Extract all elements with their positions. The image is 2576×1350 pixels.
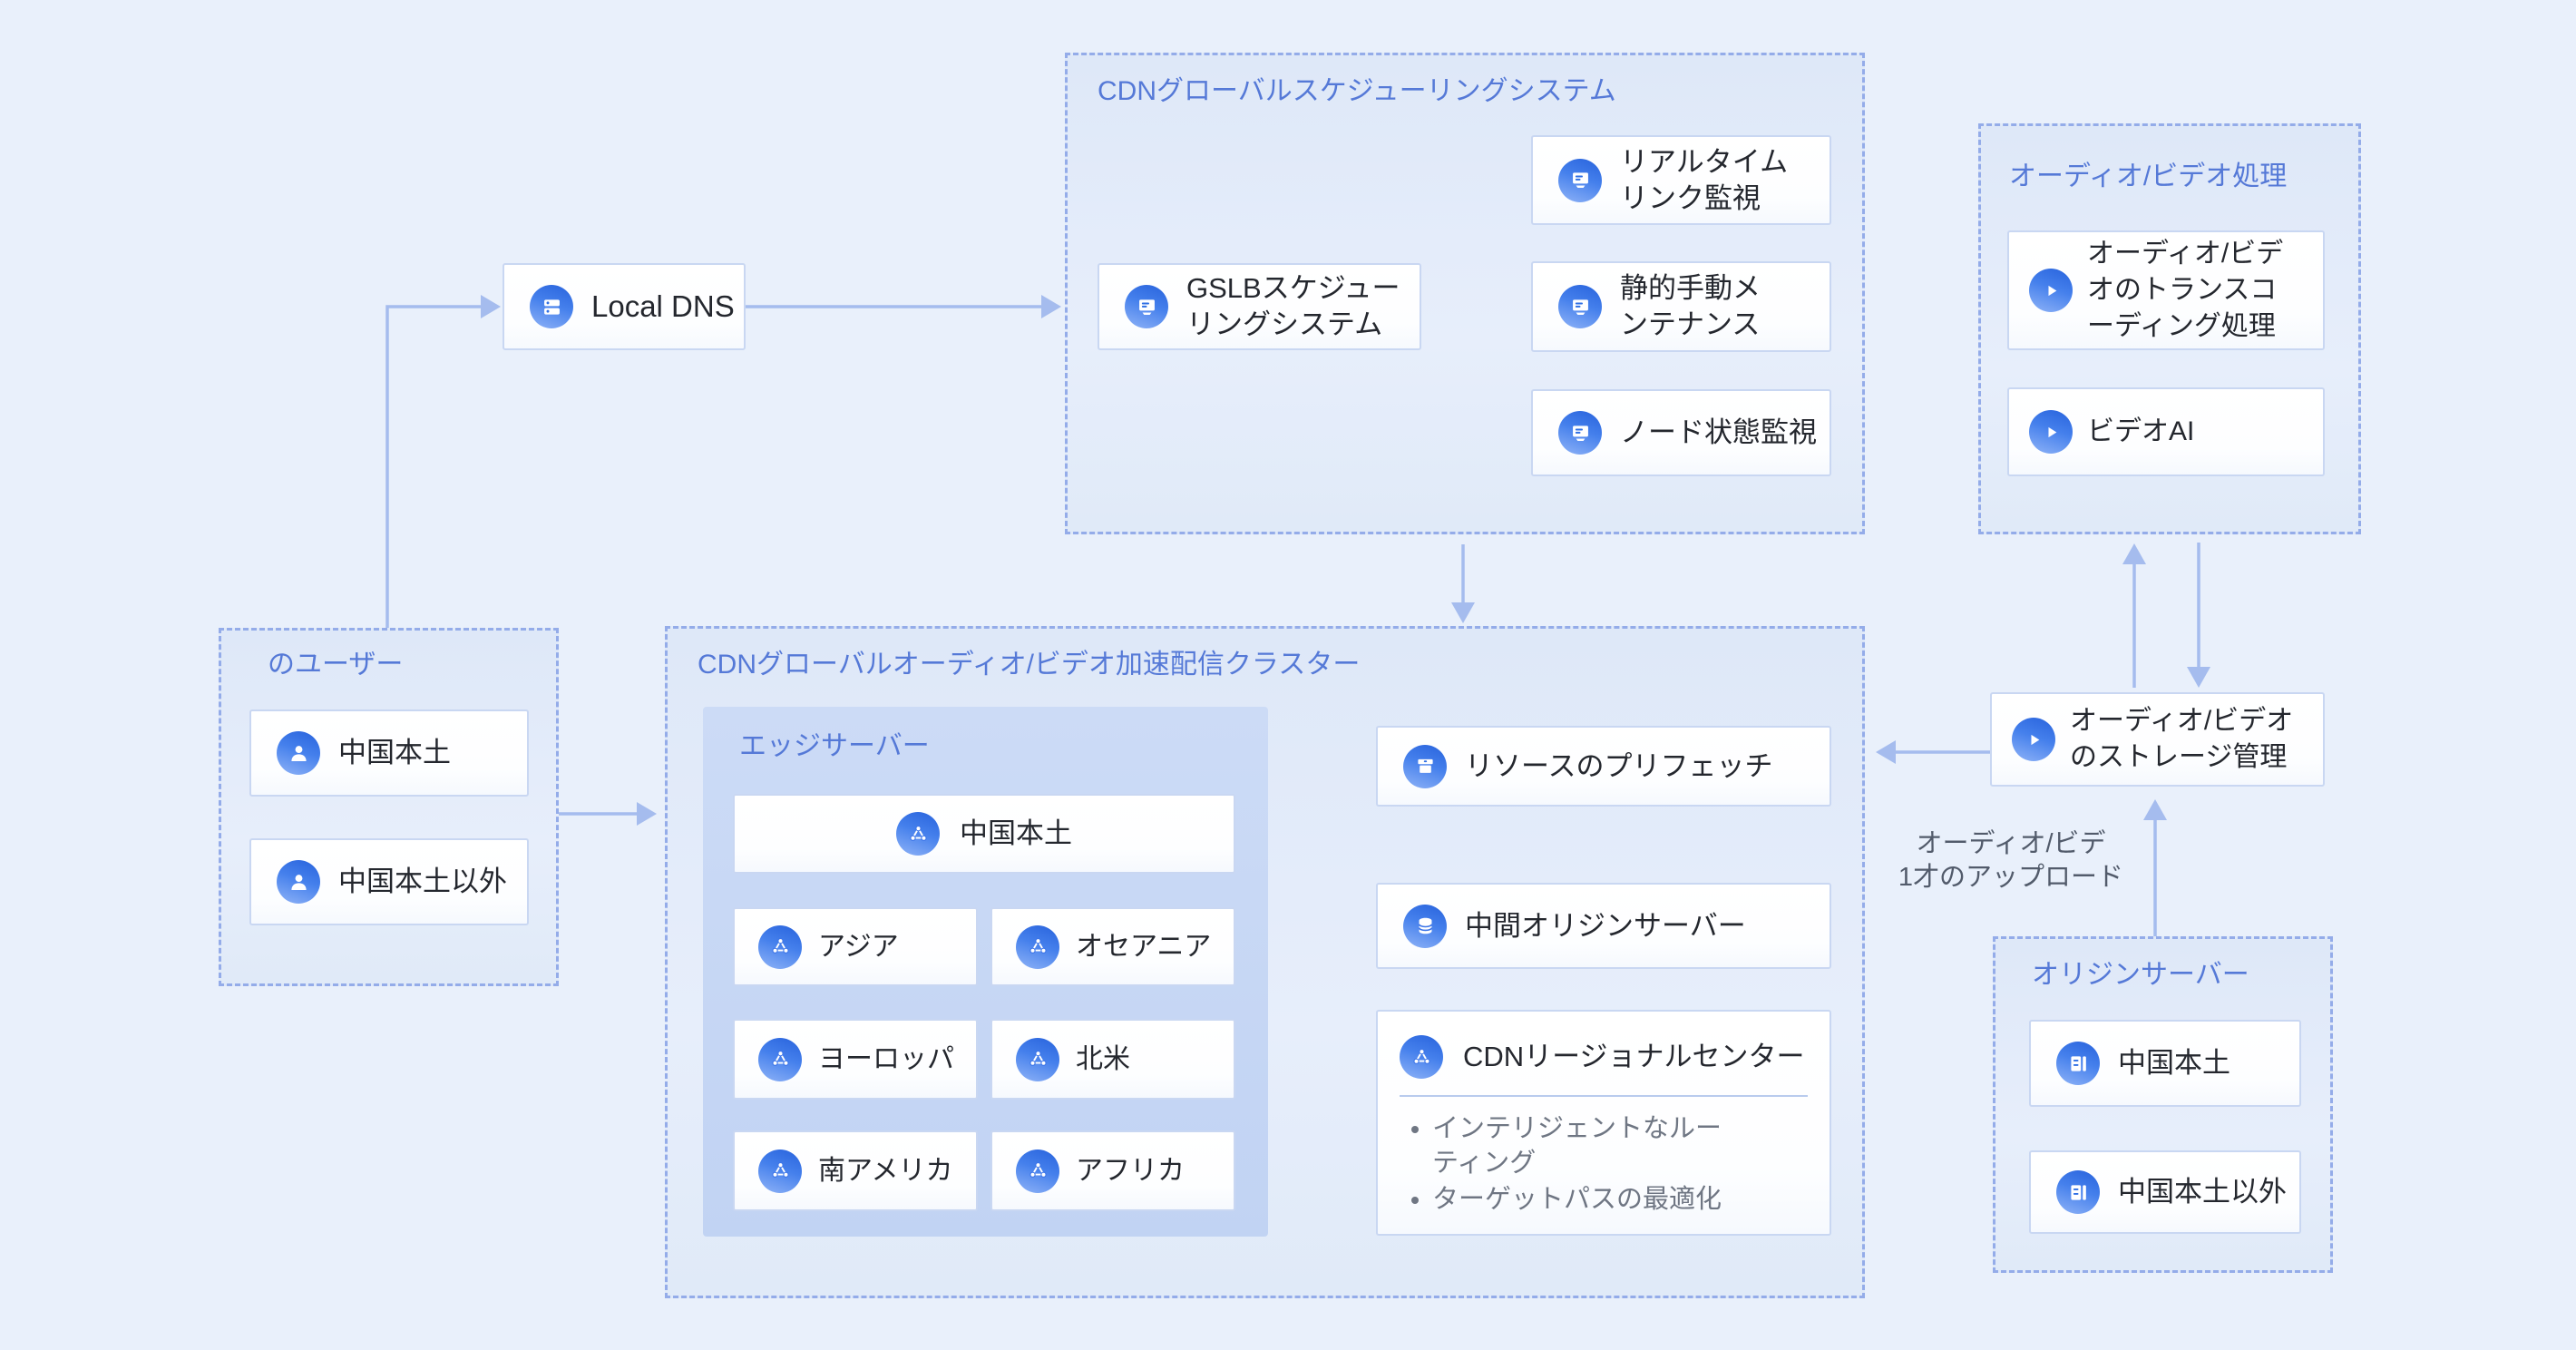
network-icon	[758, 1149, 802, 1193]
server-icon	[530, 285, 573, 328]
transcoding-node: オーディオ/ビデ オのトランスコ ーディング処理	[2007, 230, 2325, 350]
monitor-icon	[1558, 158, 1602, 202]
node-label: オセアニア	[1076, 931, 1212, 962]
av-processing-section-title: オーディオ/ビデオ処理	[2009, 161, 2288, 191]
node-label: 中国本土以外	[2118, 1176, 2287, 1208]
node-status-monitoring-node: ノード状態監視	[1531, 389, 1831, 476]
play-icon	[2029, 410, 2073, 454]
local-dns-node: Local DNS	[503, 263, 746, 350]
scheduling-section-title: CDNグローバルスケジューリングシステム	[1098, 76, 1616, 106]
network-icon	[758, 924, 802, 969]
user-icon	[277, 860, 320, 904]
play-icon	[2029, 269, 2073, 312]
monitor-icon	[1125, 285, 1168, 328]
node-label: アフリカ	[1076, 1155, 1185, 1186]
node-label: GSLBスケジュー リングシステム	[1186, 272, 1400, 340]
bullet-target-path-optimization: ターゲットパスの最適化	[1432, 1182, 1737, 1217]
video-ai-node: ビデオAI	[2007, 387, 2325, 476]
edge-europe-node: ヨーロッパ	[733, 1019, 978, 1100]
package-icon	[1403, 744, 1447, 788]
origin-mainland-china-node: 中国本土	[2029, 1020, 2301, 1107]
monitor-icon	[1558, 285, 1602, 328]
arrowhead-localdns-to-scheduling	[1041, 295, 1061, 318]
edge-oceania-node: オセアニア	[990, 907, 1235, 986]
intermediate-origin-node: 中間オリジンサーバー	[1376, 883, 1831, 969]
node-label: リアルタイム リンク監視	[1620, 145, 1789, 214]
origin-outside-mainland-node: 中国本土以外	[2029, 1150, 2301, 1234]
edge-mainland-china-node: 中国本土	[733, 794, 1235, 874]
av-storage-management-node: オーディオ/ビデオ のストレージ管理	[1990, 692, 2325, 787]
database-icon	[1403, 904, 1447, 948]
network-icon	[758, 1037, 802, 1081]
static-manual-maintenance-node: 静的手動メ ンテナンス	[1531, 261, 1831, 352]
arrowhead-av-to-storage	[2187, 667, 2210, 688]
realtime-link-monitoring-node: リアルタイム リンク監視	[1531, 135, 1831, 225]
regional-center-divider	[1400, 1095, 1808, 1097]
node-label: ビデオAI	[2087, 416, 2195, 446]
users-section	[219, 628, 559, 986]
network-icon	[1016, 1037, 1059, 1081]
user-outside-mainland-node: 中国本土以外	[249, 838, 529, 925]
node-label: 北米	[1076, 1043, 1130, 1074]
network-icon	[1016, 924, 1059, 969]
network-icon	[1400, 1035, 1443, 1079]
edge-north-america-node: 北米	[990, 1019, 1235, 1100]
storage-cabinet-icon	[2056, 1042, 2100, 1085]
arrow-users-to-localdns-line	[385, 305, 481, 628]
regional-center-bullets: インテリジェントなルーティング ターゲットパスの最適化	[1400, 1111, 1808, 1217]
node-label: 中国本土	[2118, 1047, 2230, 1079]
node-label: ノード状態監視	[1620, 416, 1817, 448]
storage-cabinet-icon	[2056, 1170, 2100, 1214]
node-label: Local DNS	[591, 289, 735, 323]
node-label: CDNリージョナルセンター	[1463, 1041, 1805, 1072]
node-label: ヨーロッパ	[818, 1043, 954, 1074]
arrowhead-users-to-localdns	[481, 295, 501, 318]
node-label: リソースのプリフェッチ	[1465, 749, 1773, 782]
arrowhead-users-to-cluster	[637, 802, 657, 826]
node-label: オーディオ/ビデ オのトランスコ ーディング処理	[2087, 239, 2284, 341]
edge-asia-node: アジア	[733, 907, 978, 986]
cluster-section-title: CDNグローバルオーディオ/ビデオ加速配信クラスター	[698, 650, 1361, 680]
node-label: アジア	[818, 931, 899, 962]
origin-server-section-title: オリジンサーバー	[2032, 960, 2249, 990]
user-mainland-china-node: 中国本土	[249, 709, 529, 797]
edge-africa-node: アフリカ	[990, 1130, 1235, 1211]
arrowhead-origin-to-storage	[2143, 799, 2167, 820]
node-label: 中国本土以外	[338, 866, 507, 897]
arrowhead-scheduling-to-cluster	[1451, 602, 1475, 623]
arrowhead-storage-to-av	[2122, 543, 2146, 564]
bullet-intelligent-routing: インテリジェントなルーティング	[1432, 1111, 1737, 1180]
node-label: オーディオ/ビデオ のストレージ管理	[2070, 706, 2294, 772]
network-icon	[896, 812, 940, 856]
edge-server-title: エッジサーバー	[739, 731, 930, 761]
node-label: 中国本土	[960, 817, 1072, 849]
edge-south-america-node: 南アメリカ	[733, 1130, 978, 1211]
arrowhead-storage-to-cluster	[1876, 740, 1896, 764]
monitor-icon	[1558, 411, 1602, 455]
av-upload-label: オーディオ/ビデ 1才のアップロード	[1898, 829, 2124, 892]
node-label: 静的手動メ ンテナンス	[1620, 272, 1761, 340]
node-label: 中間オリジンサーバー	[1465, 909, 1746, 942]
user-icon	[277, 731, 320, 775]
network-icon	[1016, 1149, 1059, 1193]
resource-prefetch-node: リソースのプリフェッチ	[1376, 726, 1831, 807]
play-icon	[2012, 718, 2055, 761]
gslb-node: GSLBスケジュー リングシステム	[1098, 263, 1421, 350]
users-section-title: のユーザー	[268, 650, 404, 680]
cdn-regional-center-node: CDNリージョナルセンター インテリジェントなルーティング ターゲットパスの最適…	[1376, 1010, 1831, 1236]
node-label: 中国本土	[338, 737, 451, 768]
regional-center-header: CDNリージョナルセンター	[1400, 1035, 1808, 1079]
node-label: 南アメリカ	[818, 1155, 953, 1186]
